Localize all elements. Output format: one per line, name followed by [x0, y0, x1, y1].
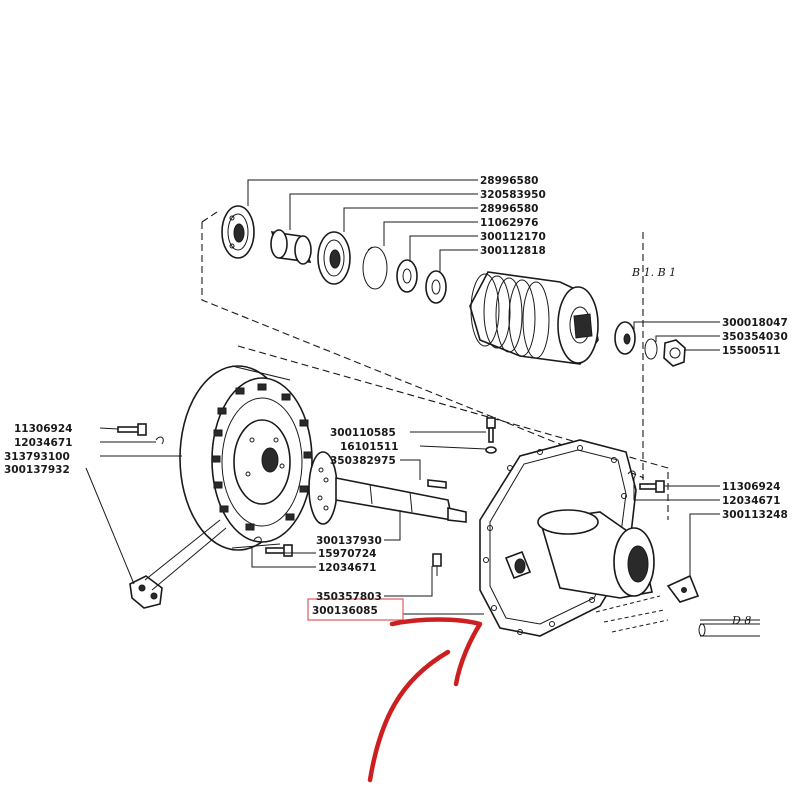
- part-number: 300018047: [722, 317, 788, 329]
- top-leader-lines: [247, 179, 720, 351]
- block-part: [129, 519, 227, 609]
- flange-bolt: [117, 423, 147, 436]
- part-number: 320583950: [480, 189, 546, 201]
- highlighted-part-number: 300136085: [312, 605, 378, 617]
- part-number: 313793100: [4, 451, 70, 463]
- left-leader-lines: [85, 427, 182, 585]
- bearing-right: [317, 231, 351, 285]
- flange-hub: [179, 365, 313, 551]
- left-part-labels: 11306924 12034671 313793100 300137932: [4, 423, 72, 476]
- part-number: 11306924: [14, 423, 72, 435]
- part-number: 11062976: [480, 217, 538, 229]
- part-number: 28996580: [480, 203, 538, 215]
- assembly-dashed-outline: [201, 209, 669, 520]
- drum-pulley: [469, 271, 599, 365]
- right-top-part-labels: 300018047 350354030 15500511: [722, 317, 788, 357]
- part-number: 15970724: [318, 548, 376, 560]
- part-number: 16101511: [340, 441, 398, 453]
- center-washer: [485, 446, 497, 454]
- center-part-labels: 300110585 16101511 350382975: [330, 427, 398, 467]
- part-number: 350357803: [316, 591, 382, 603]
- section-label-upper: B 1. B 1: [631, 266, 676, 279]
- part-number: 300113248: [722, 509, 788, 521]
- grease-nipple: [432, 553, 442, 576]
- right-leader-lines: [403, 478, 720, 615]
- center-bolt: [486, 417, 496, 443]
- drive-shaft: [308, 451, 467, 525]
- bottom-part-labels: 350357803 300136085: [312, 591, 382, 617]
- part-number: 12034671: [318, 562, 376, 574]
- part-number: 300137930: [316, 535, 382, 547]
- gear-housing: [479, 439, 669, 637]
- washer-right: [614, 321, 636, 355]
- part-number: 15500511: [722, 345, 780, 357]
- part-number: 11306924: [722, 481, 780, 493]
- part-number: 300137932: [4, 464, 70, 476]
- washer-1: [396, 259, 418, 293]
- part-number: 300112818: [480, 245, 546, 257]
- center-leader-lines: [251, 431, 487, 597]
- part-number: 28996580: [480, 175, 538, 187]
- right-part-labels: 11306924 12034671 300113248: [722, 481, 788, 521]
- right-plate: [666, 574, 700, 603]
- part-number: 300110585: [330, 427, 396, 439]
- snap-ring: [362, 246, 388, 290]
- nut-icon: [663, 339, 686, 367]
- top-part-labels: 28996580 320583950 28996580 11062976 300…: [480, 175, 546, 257]
- part-number: 350382975: [330, 455, 396, 467]
- lock-ring: [644, 338, 658, 360]
- part-number: 12034671: [722, 495, 780, 507]
- highlight-box: [307, 598, 404, 621]
- flange-clip: [155, 436, 164, 445]
- shaft-part-labels: 300137930 15970724 12034671: [316, 535, 382, 574]
- red-arrow: [367, 649, 451, 783]
- part-number: 12034671: [14, 437, 72, 449]
- spacer-sleeve: [270, 229, 312, 265]
- part-number: 350354030: [722, 331, 788, 343]
- red-arrow-head: [389, 617, 483, 687]
- section-label-lower: D 8: [731, 614, 751, 627]
- output-shaft-stub: [698, 619, 760, 637]
- washer-2: [425, 270, 447, 304]
- part-number: 300112170: [480, 231, 546, 243]
- shaft-key: [427, 479, 447, 489]
- bearing-left: [221, 205, 255, 259]
